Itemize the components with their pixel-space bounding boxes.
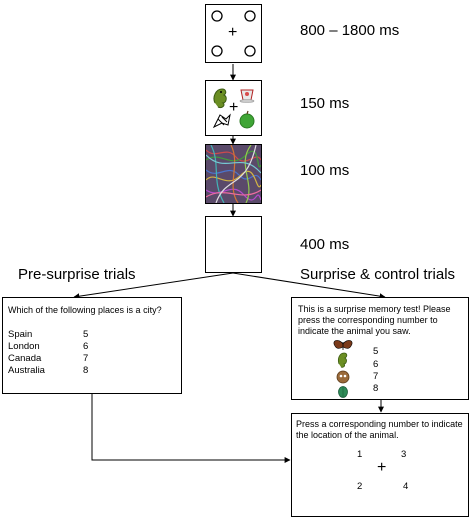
stimulus-array	[212, 88, 255, 129]
location-key-4: 4	[403, 481, 409, 492]
step-4-duration: 400 ms	[300, 236, 350, 253]
memory-key-7: 7	[373, 371, 379, 382]
city-option-1-name: Spain	[8, 329, 33, 340]
stimulus-frame: +	[205, 80, 262, 136]
city-option-1-key: 5	[83, 329, 89, 340]
stimulus-fixation-cross: +	[229, 99, 239, 116]
memory-key-6: 6	[373, 359, 379, 370]
city-question-prompt: Which of the following places is a city?	[8, 305, 162, 315]
city-option-2-name: London	[8, 341, 40, 352]
location-test-prompt: Press a corresponding number to indicate…	[296, 419, 463, 440]
city-option-3-name: Canada	[8, 353, 42, 364]
apple-icon	[239, 110, 255, 129]
location-key-2: 2	[357, 481, 363, 492]
mask-frame	[205, 144, 262, 204]
pre-surprise-title: Pre-surprise trials	[18, 266, 136, 283]
step-3-duration: 100 ms	[300, 162, 350, 179]
zebra-icon	[212, 113, 231, 129]
step-2-duration: 150 ms	[300, 95, 350, 112]
location-test-box: Press a corresponding number to indicate…	[291, 413, 469, 517]
fixation-cross: +	[228, 24, 238, 41]
teacup-icon	[239, 89, 255, 103]
city-question-box: Which of the following places is a city?…	[2, 297, 182, 394]
location-key-1: 1	[357, 449, 363, 460]
owl-icon	[336, 370, 350, 384]
fixation-frame: +	[205, 4, 262, 63]
noise-mask	[206, 145, 261, 203]
arrow-to-surprise	[232, 272, 386, 300]
memory-test-box: This is a surprise memory test! Please p…	[291, 297, 469, 400]
city-option-4-name: Australia	[8, 365, 45, 376]
blank-frame	[205, 216, 262, 273]
location-fixation-cross: +	[377, 459, 387, 476]
city-option-3-key: 7	[83, 353, 89, 364]
arrow-to-pre-surprise	[73, 272, 234, 300]
seahorse-choice-icon	[337, 352, 348, 368]
seahorse-icon	[213, 88, 227, 108]
line-city-to-location	[91, 394, 291, 463]
memory-key-8: 8	[373, 383, 379, 394]
location-key-3: 3	[401, 449, 407, 460]
animal-choices	[333, 340, 353, 398]
memory-test-prompt: This is a surprise memory test! Please p…	[298, 304, 451, 336]
beetle-icon	[338, 386, 348, 398]
city-option-2-key: 6	[83, 341, 89, 352]
memory-key-5: 5	[373, 346, 379, 357]
surprise-control-title: Surprise & control trials	[300, 266, 456, 283]
city-option-4-key: 8	[83, 365, 89, 376]
step-1-duration: 800 – 1800 ms	[300, 22, 400, 39]
placeholder-circles	[211, 10, 256, 57]
butterfly-icon	[333, 340, 353, 350]
